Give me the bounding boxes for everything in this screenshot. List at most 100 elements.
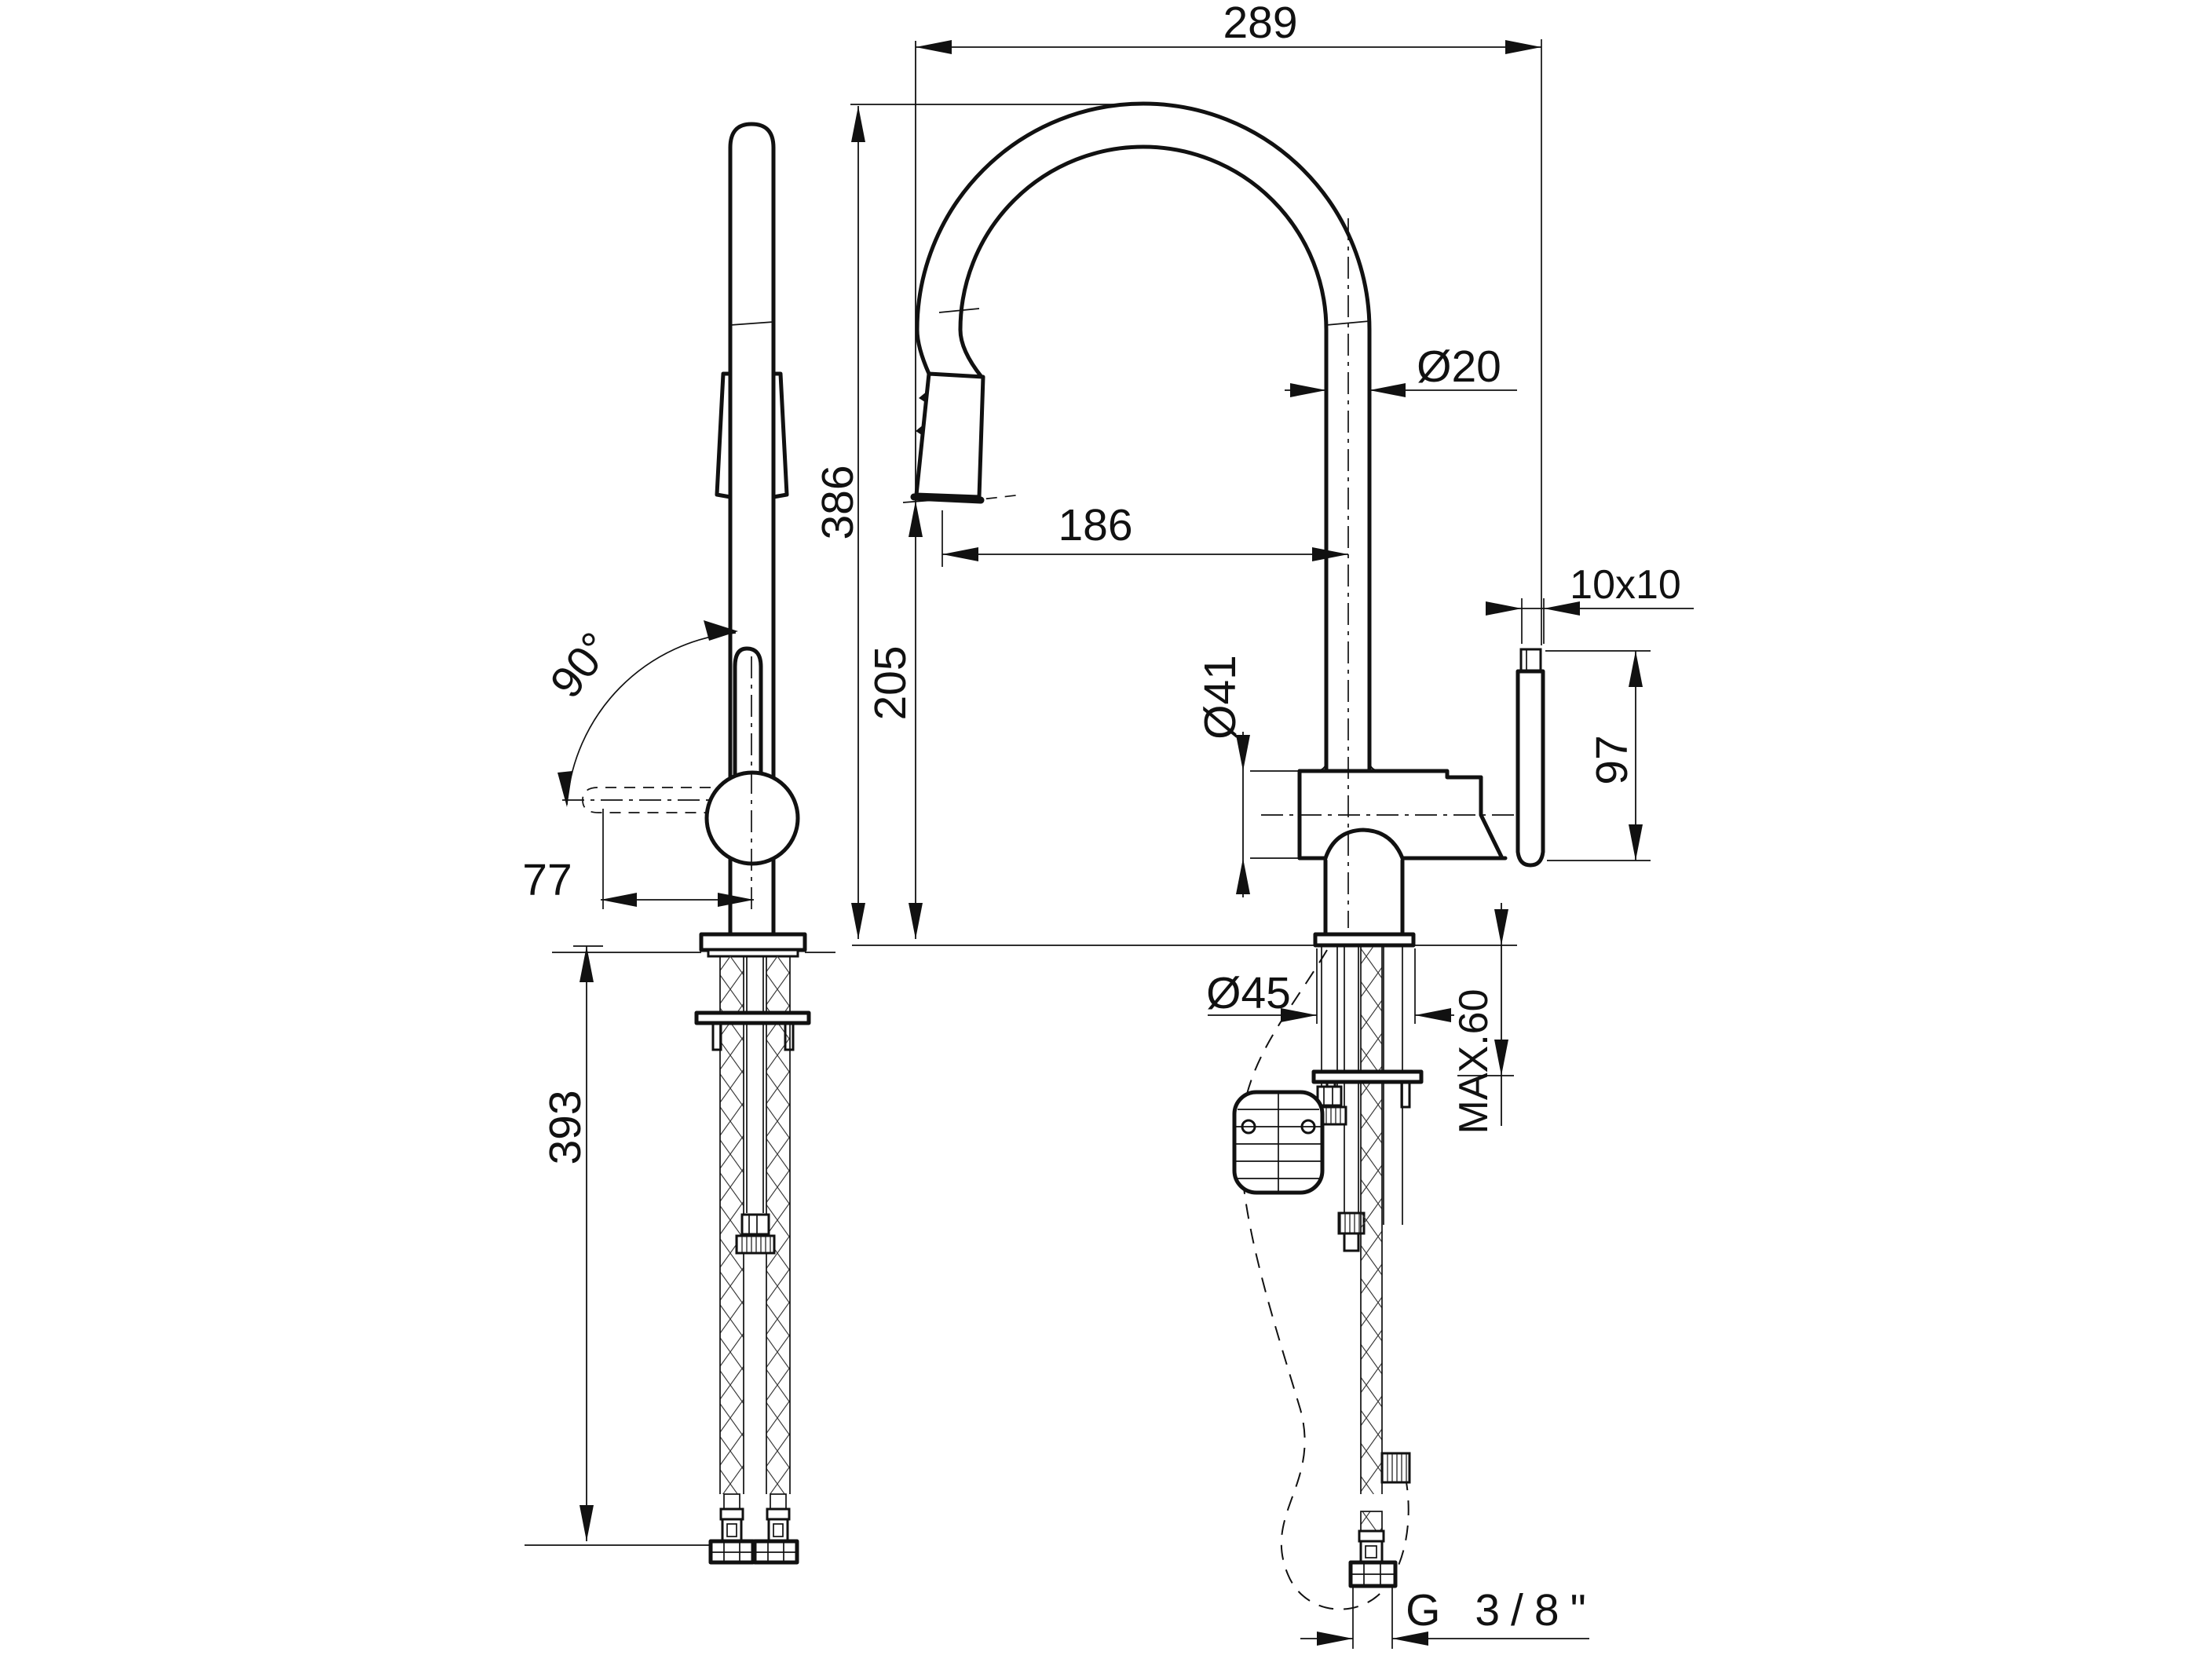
fitting-neck xyxy=(723,1493,740,1510)
dim-arrow xyxy=(1494,909,1508,945)
tube-body-fillet-right xyxy=(1369,761,1380,772)
tube-body-fillet-left xyxy=(1315,761,1327,772)
front-supply-braid-edges xyxy=(1360,947,1383,1494)
dim-arrow xyxy=(909,501,923,537)
dim-text-90deg: 90° xyxy=(540,623,622,707)
dimension-spout-height: 386 xyxy=(813,104,1145,939)
fitting-body xyxy=(1359,1540,1384,1564)
dim-text-97: 97 xyxy=(1587,735,1637,784)
fitting-nut-facets xyxy=(711,1541,753,1562)
handle-boss xyxy=(1479,775,1504,859)
side-handle-ball-joint xyxy=(704,770,800,866)
dim-arrow xyxy=(1505,40,1541,54)
dim-arrow xyxy=(580,1505,594,1541)
front-washer-tab-right xyxy=(1400,1082,1411,1109)
dim-text-205: 205 xyxy=(865,645,916,720)
dim-arrow xyxy=(909,903,923,939)
dimension-handle-swing: 90° xyxy=(540,620,738,807)
swing-arc xyxy=(566,632,737,806)
side-hose-left-braid xyxy=(720,956,744,1494)
spray-jet-mark-1 xyxy=(919,391,927,404)
fitting-nut-facets xyxy=(1351,1562,1395,1586)
dimension-handle-height: 97 xyxy=(1545,650,1651,861)
dimension-max-deck-thickness: MAX.60 xyxy=(1451,903,1514,1134)
downtube-joint-line xyxy=(1325,320,1370,326)
dimension-supply-thread: G 3/8" xyxy=(1300,1585,1597,1649)
side-washer-tab-right xyxy=(784,1023,795,1051)
dim-text-d41: Ø41 xyxy=(1195,655,1245,740)
fitting-ring xyxy=(1358,1529,1385,1543)
fitting-ring xyxy=(719,1507,744,1521)
fitting-window xyxy=(726,1523,737,1537)
fitting-ring xyxy=(766,1507,791,1521)
fitting-window xyxy=(1365,1545,1377,1559)
spray-jet-mark-2 xyxy=(916,424,924,437)
dim-arrow xyxy=(1236,735,1250,771)
dimensions: 289 386 205 186 xyxy=(522,0,1694,1649)
side-view xyxy=(552,122,835,1565)
dimension-tube-diameter: Ø20 xyxy=(1285,342,1517,397)
pullout-hose-phantom-loop xyxy=(1239,949,1409,1610)
front-deck-flange xyxy=(1313,932,1416,948)
side-stud-nut xyxy=(740,1213,770,1236)
hose-weight xyxy=(1232,1090,1325,1195)
dim-text-77: 77 xyxy=(522,855,572,905)
side-washer-tab-left xyxy=(711,1023,722,1051)
gooseneck-inner xyxy=(958,144,1329,773)
dim-text-10x10: 10x10 xyxy=(1570,562,1681,608)
fitting-braid xyxy=(1361,1511,1382,1531)
side-spout-outline xyxy=(728,122,776,937)
fitting-body xyxy=(721,1518,743,1543)
handle-stem xyxy=(1519,648,1542,673)
side-hose-fitting-left xyxy=(708,1493,755,1565)
dim-arrow xyxy=(601,893,637,907)
side-deck-flange xyxy=(699,932,807,952)
weight-screw-right xyxy=(1300,1119,1316,1135)
dim-text-d45: Ø45 xyxy=(1206,968,1291,1018)
handle-blade xyxy=(1515,669,1545,868)
dimension-handle-reach: 77 xyxy=(522,809,754,909)
dim-arrow xyxy=(1236,858,1250,894)
front-stud-nut-facets xyxy=(1323,1087,1333,1105)
dim-text-max60: MAX.60 xyxy=(1451,989,1497,1135)
side-sprayhead-left xyxy=(715,371,733,499)
dim-text-g38: G 3/8" xyxy=(1406,1585,1597,1635)
front-washer-plate xyxy=(1311,1069,1424,1084)
dimension-spout-reach: 289 xyxy=(916,0,1542,645)
dimension-body-diameter: Ø41 xyxy=(1195,655,1301,897)
dimension-handle-section: 10x10 xyxy=(1486,562,1694,644)
fitting-window xyxy=(773,1523,784,1537)
dim-arrow xyxy=(851,106,865,142)
body-base-dome xyxy=(1323,828,1405,861)
dim-arrow xyxy=(1544,601,1580,616)
dim-arrow xyxy=(1415,1008,1451,1022)
dim-arrow xyxy=(1486,601,1522,616)
dim-arrow xyxy=(1290,383,1326,397)
dim-arrow xyxy=(704,620,738,641)
aerator-phantom xyxy=(967,494,1023,502)
fitting-neck xyxy=(770,1493,787,1510)
weight-screw-left xyxy=(1241,1119,1256,1135)
dim-text-393: 393 xyxy=(540,1090,590,1164)
side-washer-plate xyxy=(694,1010,811,1025)
front-stud-nut xyxy=(1316,1085,1343,1107)
dim-arrow xyxy=(851,903,865,939)
dim-arrow xyxy=(1392,1632,1428,1646)
side-deck-flange-skirt xyxy=(707,948,799,958)
dim-text-186: 186 xyxy=(1058,500,1132,550)
front-sprayhead-bottom-edge xyxy=(910,493,985,504)
base-column xyxy=(1323,858,1405,937)
front-view xyxy=(852,101,1545,1610)
dim-text-d20: Ø20 xyxy=(1417,342,1501,392)
front-supply-braid xyxy=(1361,947,1382,1494)
side-stud-knurl-hatch xyxy=(737,1237,773,1252)
pullout-hose-nipple-knurl xyxy=(1383,1454,1409,1482)
second-tube-edges xyxy=(1383,947,1403,1225)
dim-arrow xyxy=(916,40,952,54)
side-spout-joint-line xyxy=(729,321,774,326)
dim-arrow xyxy=(1494,1040,1508,1076)
body-top-edge xyxy=(1297,769,1483,780)
front-hose-fitting xyxy=(1348,1511,1398,1588)
